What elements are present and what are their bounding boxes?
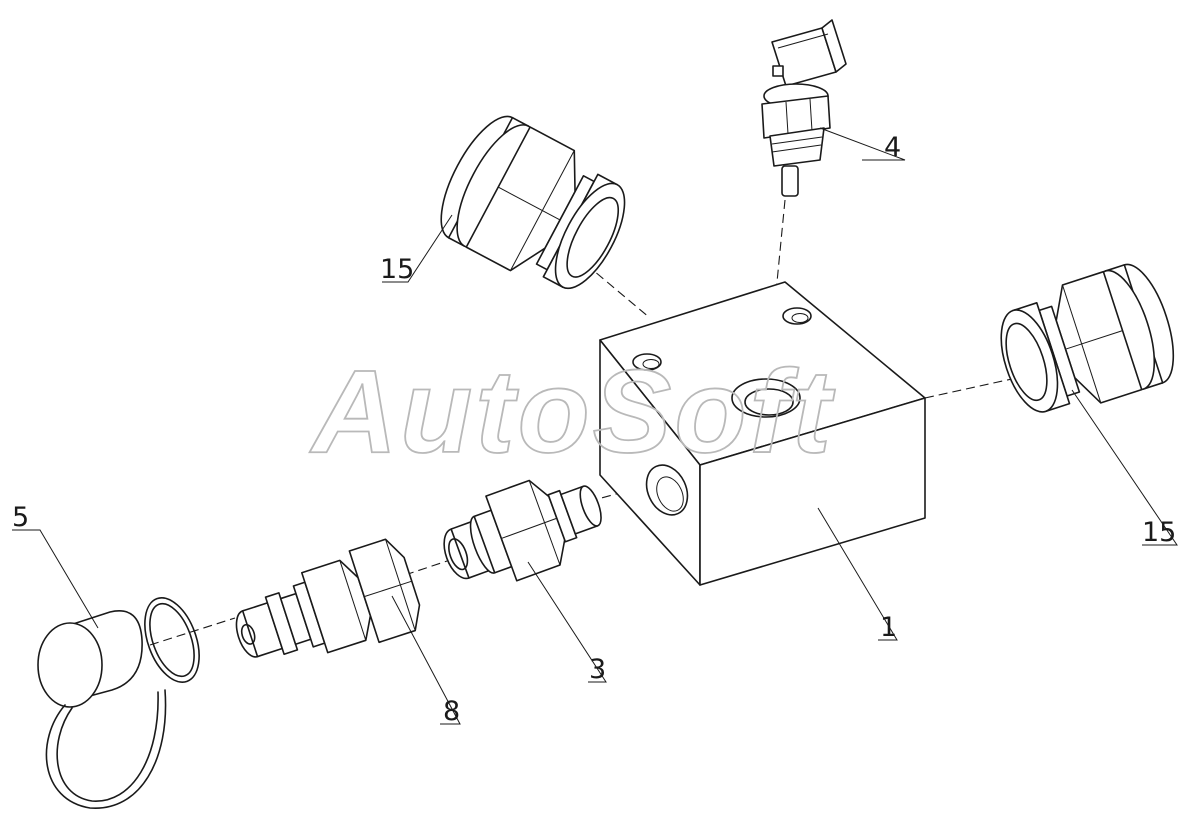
callout-8: 8 [443, 696, 460, 727]
part-15-fitting-top [440, 115, 626, 290]
callout-3: 3 [589, 654, 606, 685]
watermark-text: AutoSoft [309, 346, 836, 478]
callout-4: 4 [884, 132, 901, 163]
callout-1: 1 [880, 612, 897, 643]
part-4-sensor [761, 19, 847, 197]
callouts: 4 15 15 1 3 8 5 [12, 132, 1176, 727]
part-8-coupler [235, 538, 421, 658]
part-1-block [599, 281, 926, 586]
part-3-adapter [443, 479, 602, 582]
callout-15-right: 15 [1142, 517, 1176, 548]
callout-5: 5 [12, 502, 29, 533]
part-5-dust-cap [37, 597, 200, 809]
callout-15-top: 15 [380, 254, 414, 285]
leader-lines [12, 127, 1178, 725]
part-15-fitting-right [1000, 263, 1175, 413]
